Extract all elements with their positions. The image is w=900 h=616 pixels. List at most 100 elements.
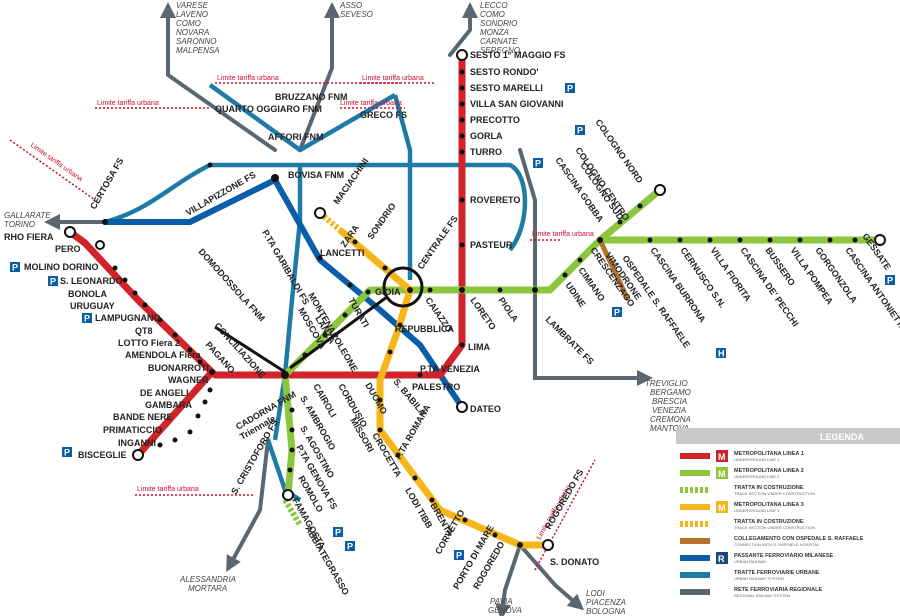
- label-deangeli: DE ANGELI: [140, 388, 189, 398]
- label-ptaromana: P.TA ROMANA: [393, 402, 433, 461]
- m3-under-construction: [318, 210, 342, 233]
- hospital-link: [597, 238, 631, 302]
- svg-text:MANTOVA: MANTOVA: [650, 424, 689, 433]
- svg-text:Limite tariffa urbana: Limite tariffa urbana: [137, 486, 199, 493]
- svg-text:CARNATE: CARNATE: [480, 37, 518, 46]
- svg-text:MONZA: MONZA: [480, 28, 509, 37]
- label-bandenere: BANDE NERE: [113, 412, 173, 422]
- svg-text:Limite tariffa urbana: Limite tariffa urbana: [97, 100, 159, 107]
- svg-text:VARESE: VARESE: [176, 1, 209, 10]
- label-turro: TURRO: [470, 147, 502, 157]
- svg-text:GALLARATE: GALLARATE: [4, 211, 51, 220]
- label-abbiategrasso: ABBIATEGRASSO: [303, 524, 351, 597]
- svg-text:CREMONA: CREMONA: [650, 415, 691, 424]
- svg-text:COMO: COMO: [480, 10, 505, 19]
- legend-label: TRATTA IN COSTRUZIONE: [734, 519, 804, 525]
- svg-text:NOVARA: NOVARA: [176, 28, 209, 37]
- legend-sublabel: CONNECTION WITH S. RAFFAELE HOSPITAL: [734, 542, 820, 547]
- label-qt8: QT8: [135, 326, 153, 336]
- label-lancetti: LANCETTI: [320, 248, 365, 258]
- svg-text:PAVIA: PAVIA: [490, 597, 513, 606]
- destinations: VARESE LAVENO COMO NOVARA SARONNO MALPEN…: [4, 1, 691, 616]
- svg-text:P: P: [567, 84, 573, 94]
- label-gambara: GAMBARA: [145, 400, 192, 410]
- label-precotto: PRECOTTO: [470, 115, 520, 125]
- legend-header-bar: [676, 428, 900, 444]
- legend-sublabel: TRACK SECTION UNDER CONSTRUCTION: [734, 491, 815, 496]
- svg-text:ALESSANDRIA: ALESSANDRIA: [179, 575, 236, 584]
- label-centrale: CENTRALE FS: [415, 214, 459, 271]
- legend-sublabel: UNDERGROUND LINE 1: [734, 457, 780, 462]
- legend-sublabel: URBAN RAILWAY SYSTEM: [734, 576, 784, 581]
- label-bruzzano: BRUZZANO FNM: [275, 92, 348, 102]
- svg-text:VENEZIA: VENEZIA: [652, 406, 686, 415]
- svg-text:H: H: [718, 349, 725, 359]
- svg-text:P: P: [456, 551, 462, 561]
- legend-label: METROPOLITANA LINEA 2: [734, 468, 804, 474]
- label-udine: UDINE: [563, 280, 587, 309]
- label-uruguay: URUGUAY: [70, 301, 115, 311]
- svg-text:TREVIGLIO: TREVIGLIO: [645, 379, 688, 388]
- label-greco: GRECO FS: [360, 110, 407, 120]
- legend-label: COLLEGAMENTO CON OSPEDALE S. RAFFAELE: [734, 536, 864, 542]
- legend-badge-icon: [716, 450, 728, 462]
- svg-text:Limite tariffa urbana: Limite tariffa urbana: [29, 142, 84, 183]
- label-sleonardo: S. LEONARDO: [60, 276, 123, 286]
- svg-text:MORTARA: MORTARA: [188, 584, 227, 593]
- legend-sublabel: UNDERGROUND LINE 3: [734, 508, 780, 513]
- svg-text:Limite tariffa urbana: Limite tariffa urbana: [532, 231, 594, 238]
- label-sestoprimo: SESTO 1° MAGGIO FS: [470, 50, 565, 60]
- label-duomo: DUOMO: [363, 381, 389, 416]
- label-pasteur: PASTEUR: [470, 240, 513, 250]
- svg-text:ASSO: ASSO: [339, 1, 362, 10]
- svg-text:P: P: [614, 308, 620, 318]
- svg-text:P: P: [50, 277, 56, 287]
- label-affori: AFFORI FNM: [268, 132, 324, 142]
- legend-badge-icon: [716, 552, 728, 564]
- svg-text:SONDRIO: SONDRIO: [480, 19, 517, 28]
- label-rho: RHO FIERA: [4, 232, 54, 242]
- svg-text:BERGAMO: BERGAMO: [650, 388, 691, 397]
- legend-sublabel: UNDERGROUND LINE 2: [734, 474, 780, 479]
- svg-text:TORINO: TORINO: [4, 220, 35, 229]
- svg-text:P: P: [12, 263, 18, 273]
- label-gorla: GORLA: [470, 131, 503, 141]
- line-m1: [67, 55, 466, 458]
- svg-text:P: P: [887, 276, 893, 286]
- label-primaticcio: PRIMATICCIO: [103, 425, 162, 435]
- svg-text:BRESCIA: BRESCIA: [652, 397, 687, 406]
- label-bovisa: BOVISA FNM: [288, 170, 344, 180]
- parking-icons: P P P P P P P P P P P P H: [10, 83, 895, 561]
- svg-text:SARONNO: SARONNO: [176, 37, 216, 46]
- svg-text:LODI: LODI: [586, 589, 605, 598]
- label-rovereto: ROVERETO: [470, 195, 520, 205]
- svg-text:BOLOGNA: BOLOGNA: [586, 607, 626, 616]
- legend-sublabel: URBAN RAILWAY: [734, 559, 767, 564]
- legend-badge-icon: [716, 467, 728, 479]
- svg-text:P: P: [577, 126, 583, 136]
- label-certosa: CERTOSA FS: [88, 156, 125, 211]
- highlight-ring: [214, 266, 424, 374]
- label-lambrate: LAMBRATE FS: [544, 314, 596, 366]
- label-rogoredofs: ROGOREDO FS: [543, 468, 585, 531]
- svg-text:LAVENO: LAVENO: [176, 10, 208, 19]
- legend-label: METROPOLITANA LINEA 3: [734, 502, 804, 508]
- label-lampugnano: LAMPUGNANO: [95, 313, 161, 323]
- svg-text:PIACENZA: PIACENZA: [586, 598, 626, 607]
- legend-sublabel: TRACK SECTION UNDER CONSTRUCTION: [734, 525, 815, 530]
- label-pero: PERO: [55, 244, 81, 254]
- svg-text:SEREGNO: SEREGNO: [480, 46, 520, 55]
- svg-text:P: P: [84, 314, 90, 324]
- fare-limits: [9, 82, 596, 571]
- station-markers[interactable]: [64, 49, 886, 551]
- label-bisceglie: BISCEGLIE: [78, 450, 127, 460]
- legend-sublabel: REGIONAL RAILWAY SYSTEM: [734, 593, 790, 598]
- legend-badge-letter: M: [718, 469, 726, 479]
- legend-badge-letter: R: [718, 554, 725, 564]
- svg-text:Limite tariffa urbana: Limite tariffa urbana: [217, 75, 279, 82]
- label-cascinaburrona: CASCINA BURRONA: [648, 245, 708, 324]
